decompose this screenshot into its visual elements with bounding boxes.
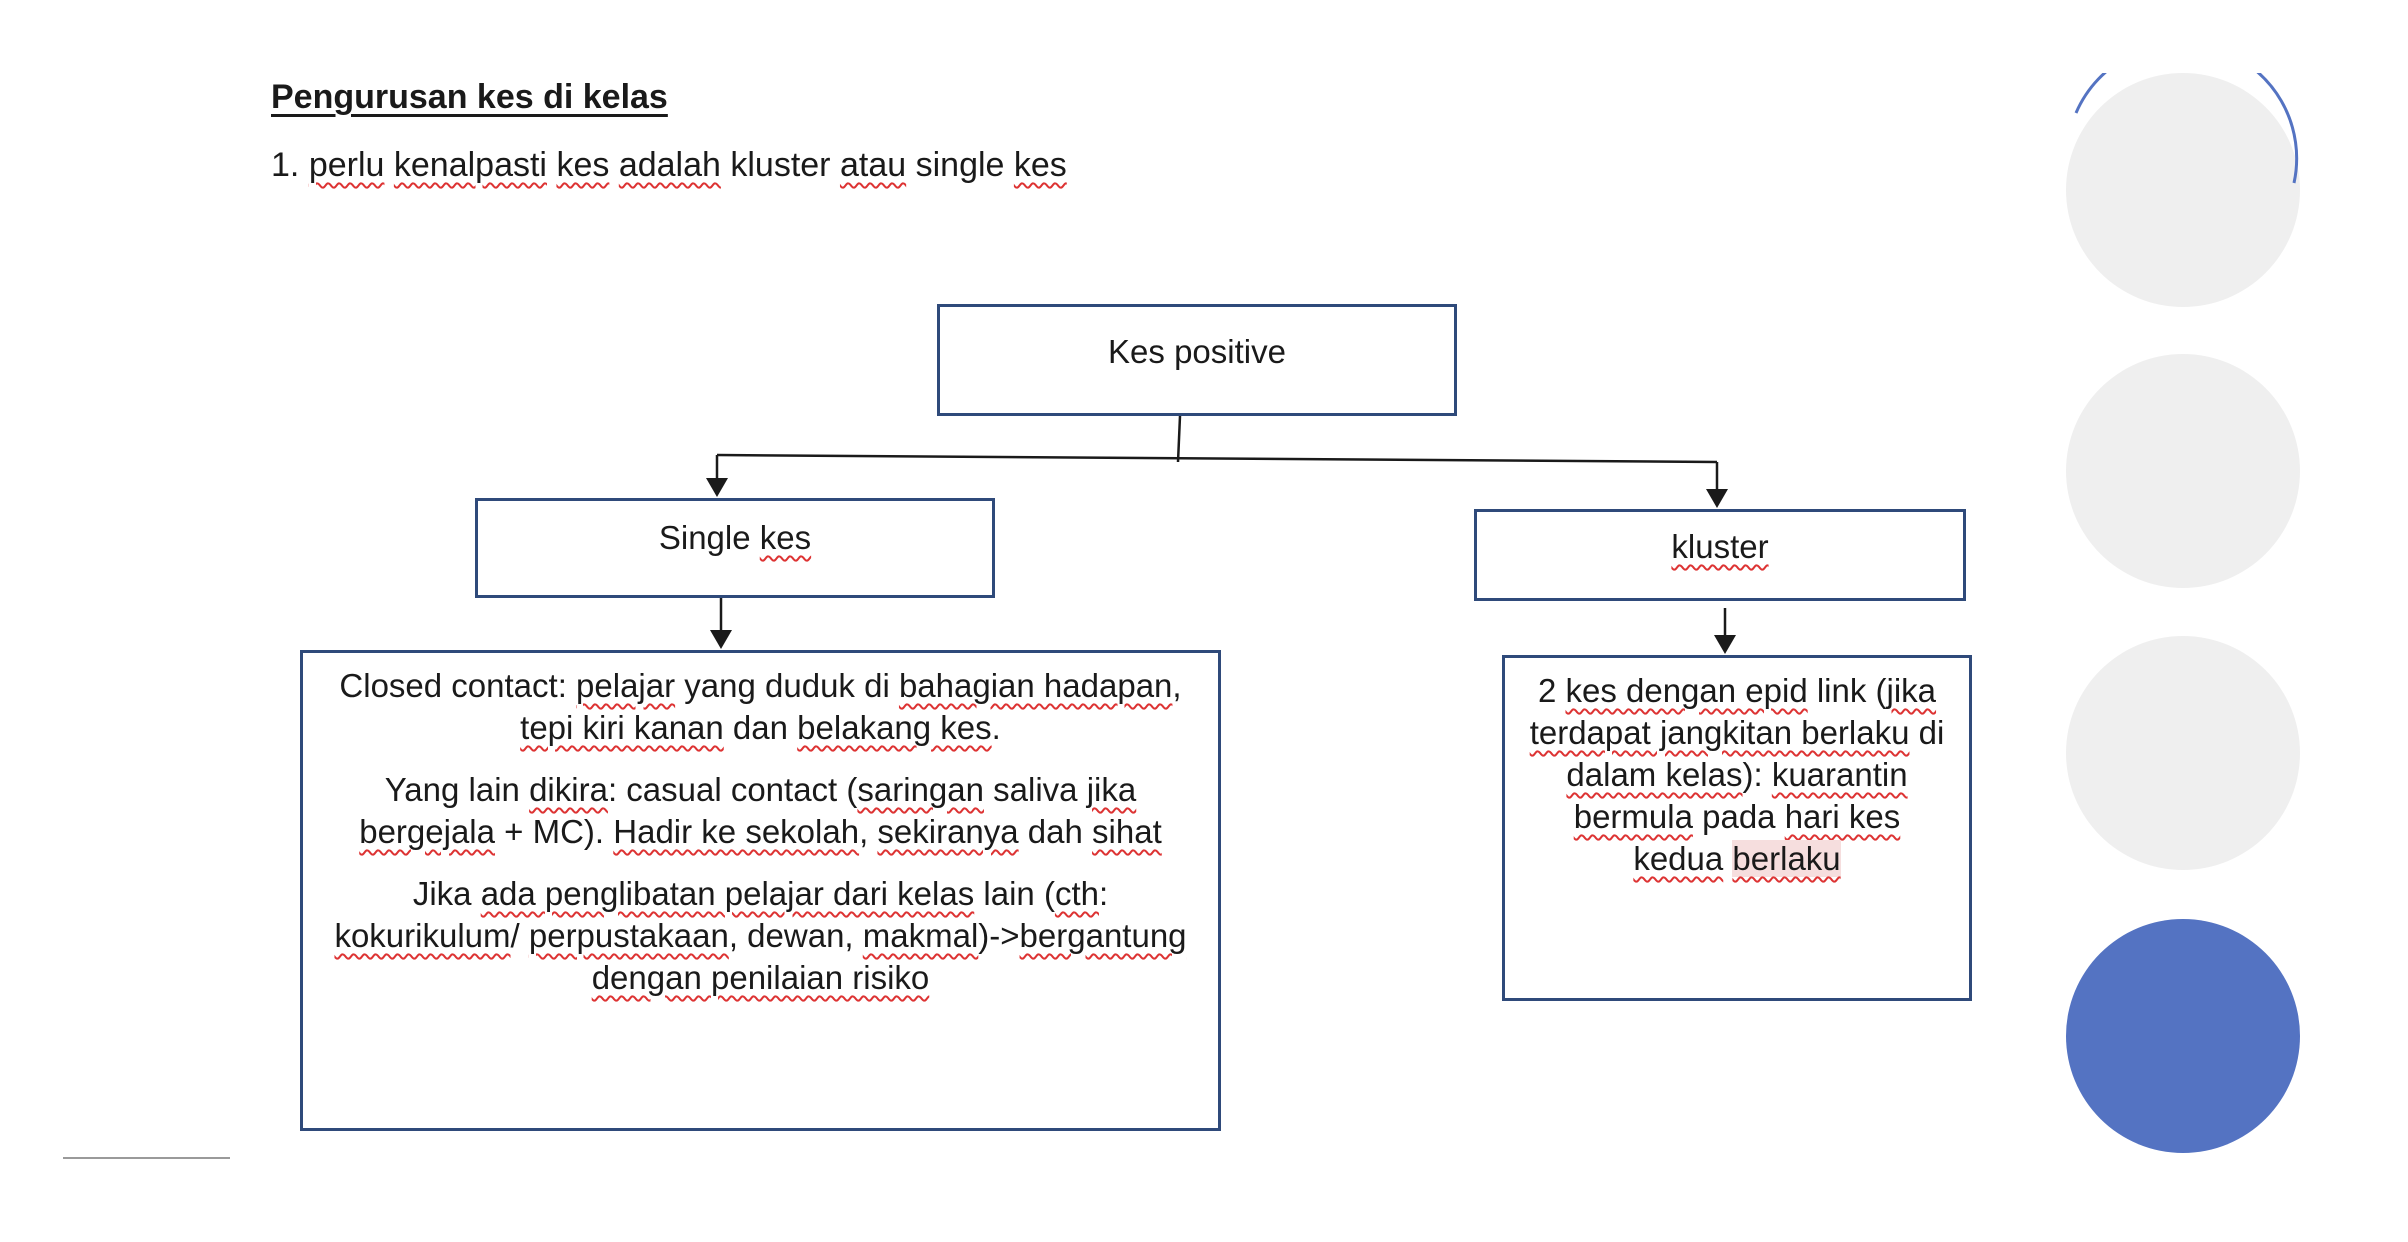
label-part: Single [658, 519, 760, 556]
root-stem [1176, 415, 1182, 463]
text-run: bergantung dengan penilaian risiko [591, 917, 1187, 996]
text-run: , [859, 813, 878, 850]
closed-contact-paragraph: Closed contact: pelajar yang duduk di ba… [333, 665, 1188, 749]
box-kluster-detail: 2 kes dengan epid link (jika terdapat ja… [1502, 655, 1972, 1001]
intro-text: kluster [720, 146, 840, 184]
text-run: Yang lain [384, 771, 530, 808]
text-run: saringan [857, 771, 984, 808]
box-kes-positive: Kes positive [937, 304, 1457, 416]
text-run: saliva [983, 771, 1087, 808]
text-run: kes dengan epid [1565, 672, 1808, 709]
decor-circle-3 [2066, 636, 2300, 870]
text-run: bahagian hadapan [898, 667, 1173, 704]
text-run: kuarantin bermula [1573, 756, 1908, 835]
intro-word: atau [839, 146, 907, 184]
decor-circle-1 [2066, 73, 2300, 307]
arrowhead-single-detail [710, 630, 732, 649]
label-part: kes [759, 519, 812, 556]
decor-circle-1-arc [2074, 73, 2299, 184]
intro-word: adalah [618, 146, 721, 184]
text-run: Hadir ke sekolah [613, 813, 860, 850]
text-run: di [1909, 714, 1945, 751]
text-run: link ( [1807, 672, 1887, 709]
text-run: . [991, 709, 1001, 746]
decor-circle-4 [2066, 919, 2300, 1153]
arrowhead-single [706, 478, 728, 497]
text-run: / [510, 917, 529, 954]
intro-prefix: 1. [271, 146, 309, 184]
text-run: 2 [1537, 672, 1566, 709]
text-run: makmal [862, 917, 979, 954]
text-run: dah [1018, 813, 1093, 850]
intro-space [609, 146, 618, 184]
text-run: tepi kiri kanan [520, 709, 724, 746]
box-kluster-label: kluster [1671, 528, 1769, 565]
text-run: lain ( [974, 875, 1055, 912]
intro-word: kes [1013, 146, 1067, 184]
box-single-kes-label: Single kes [659, 517, 811, 559]
intro-word: kenalpasti [393, 146, 547, 184]
text-run: Jika [412, 875, 481, 912]
text-run: , dewan, [728, 917, 863, 954]
text-run: yang duduk di [675, 667, 899, 704]
text-run: dan [723, 709, 798, 746]
intro-text: single [906, 146, 1014, 184]
text-run: sihat [1092, 813, 1162, 850]
text-run: jika terdapat jangkitan berlaku [1529, 672, 1937, 751]
box-kes-positive-label: Kes positive [1108, 333, 1286, 370]
text-run: : [1098, 875, 1109, 912]
intro-space [384, 146, 393, 184]
text-run: + MC). [495, 813, 614, 850]
box-single-kes-detail: Closed contact: pelajar yang duduk di ba… [300, 650, 1221, 1131]
text-run: pelajar [576, 667, 676, 704]
intro-word: perlu [308, 146, 385, 184]
footer-divider [63, 1157, 230, 1159]
highlighted-word: berlaku [1732, 840, 1841, 877]
text-run: dikira [529, 771, 608, 808]
text-run: hari kes kedua [1633, 798, 1901, 877]
text-run: : casual contact ( [607, 771, 858, 808]
text-run: ): [1742, 756, 1772, 793]
branch-line [716, 453, 1718, 464]
text-run: ada penglibatan pelajar dari kelas [480, 875, 975, 912]
arrowhead-kluster-detail [1714, 635, 1736, 654]
casual-contact-paragraph: Yang lain dikira: casual contact (saring… [333, 769, 1188, 853]
arrowhead-kluster [1706, 489, 1728, 508]
kluster-detail-text: 2 kes dengan epid link (jika terdapat ja… [1525, 670, 1949, 880]
intro-line: 1. perlu kenalpasti kes adalah kluster a… [271, 146, 1067, 185]
text-run: dalam kelas [1566, 756, 1743, 793]
text-run: perpustakaan [528, 917, 729, 954]
text-run: jika bergejala [359, 771, 1137, 850]
text-run: sekiranya [877, 813, 1019, 850]
text-run: cth [1054, 875, 1099, 912]
text-run: , [1172, 667, 1182, 704]
text-run: kokurikulum [334, 917, 511, 954]
intro-word: kes [556, 146, 610, 184]
box-single-kes: Single kes [475, 498, 995, 598]
decor-circle-2 [2066, 354, 2300, 588]
text-run: Closed contact: [339, 667, 577, 704]
other-class-paragraph: Jika ada penglibatan pelajar dari kelas … [333, 873, 1188, 999]
box-kluster: kluster [1474, 509, 1966, 601]
text-run: pada [1692, 798, 1785, 835]
page-heading: Pengurusan kes di kelas [271, 78, 668, 116]
text-run: belakang kes [797, 709, 992, 746]
text-run: )-> [978, 917, 1020, 954]
